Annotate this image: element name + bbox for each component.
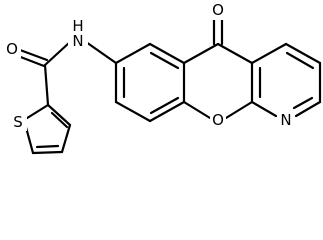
amide-nh-mask (68, 20, 88, 50)
amide-nitrogen-label: N (72, 32, 83, 50)
pyranone-ring (182, 16, 254, 120)
thiophene-sulfur-label: S (13, 113, 23, 131)
bond-c10a-ring-oxygen (224, 100, 254, 120)
bond-benzene-c6-c5a (148, 42, 186, 65)
ketone-oxygen-mask (210, 2, 226, 20)
bond-thiophene-c3-c4 (60, 123, 72, 154)
ring-oxygen-mask (210, 111, 226, 129)
bond-thiophene-c2-c3 (46, 103, 72, 127)
bond-thiophene-c4-c5-inner (35, 144, 60, 149)
bond-carbonyl-c-to-nh (43, 40, 72, 67)
bond-nh-to-aromatic (84, 40, 118, 65)
pyridine-nitrogen-label: N (280, 111, 291, 129)
ring-oxygen-label: O (212, 111, 224, 129)
bond-benzene-c9-c8 (114, 100, 152, 123)
bond-benzene-c7-c6 (114, 42, 152, 65)
bond-thiophene-c2-s (22, 103, 50, 122)
bond-thiophene-c2-c3-inner (50, 111, 69, 129)
bond-c5a-c5 (182, 42, 220, 65)
bond-c5-c4a (216, 42, 254, 65)
bond-c2-pyridine-n (294, 100, 322, 118)
bond-c4a-c4 (250, 42, 288, 65)
amide-hydrogen-label: H (72, 17, 83, 35)
bond-c4-c3 (284, 42, 322, 65)
bond-thiophene-c4-c5 (31, 150, 64, 155)
thiophene-sulfur-mask (9, 113, 27, 131)
bond-benzene-c9a-c9 (148, 100, 186, 123)
amide-oxygen-label: O (6, 40, 18, 58)
bond-carbonyl-c-to-thiophene (43, 63, 50, 107)
ketone-oxygen-label: O (212, 1, 224, 19)
chemical-structure-diagram: O H N S O O N (5, 1, 322, 155)
benzene-ring (114, 42, 186, 123)
bond-c2-pyridine-n-inner (292, 96, 314, 110)
amide-oxygen-mask (5, 40, 21, 58)
pyridine-ring (250, 42, 322, 118)
bond-carbonyl-double-1 (16, 54, 46, 68)
bond-c4-c3-inner (285, 51, 315, 70)
amide-group (16, 40, 118, 107)
bond-pyridine-n-c10a (250, 100, 278, 118)
bond-benzene-c9a-c9-inner (149, 96, 180, 115)
bond-carbonyl-double-2 (18, 48, 49, 62)
pyridine-nitrogen-mask (277, 111, 295, 129)
molecule-drawing: O H N S O O N (5, 1, 322, 155)
thiophene-ring (22, 103, 72, 155)
atom-labels: O H N S O O N (5, 1, 295, 131)
bond-benzene-c6-c5a-inner (149, 51, 180, 70)
bond-ring-oxygen-c9a (182, 100, 212, 120)
